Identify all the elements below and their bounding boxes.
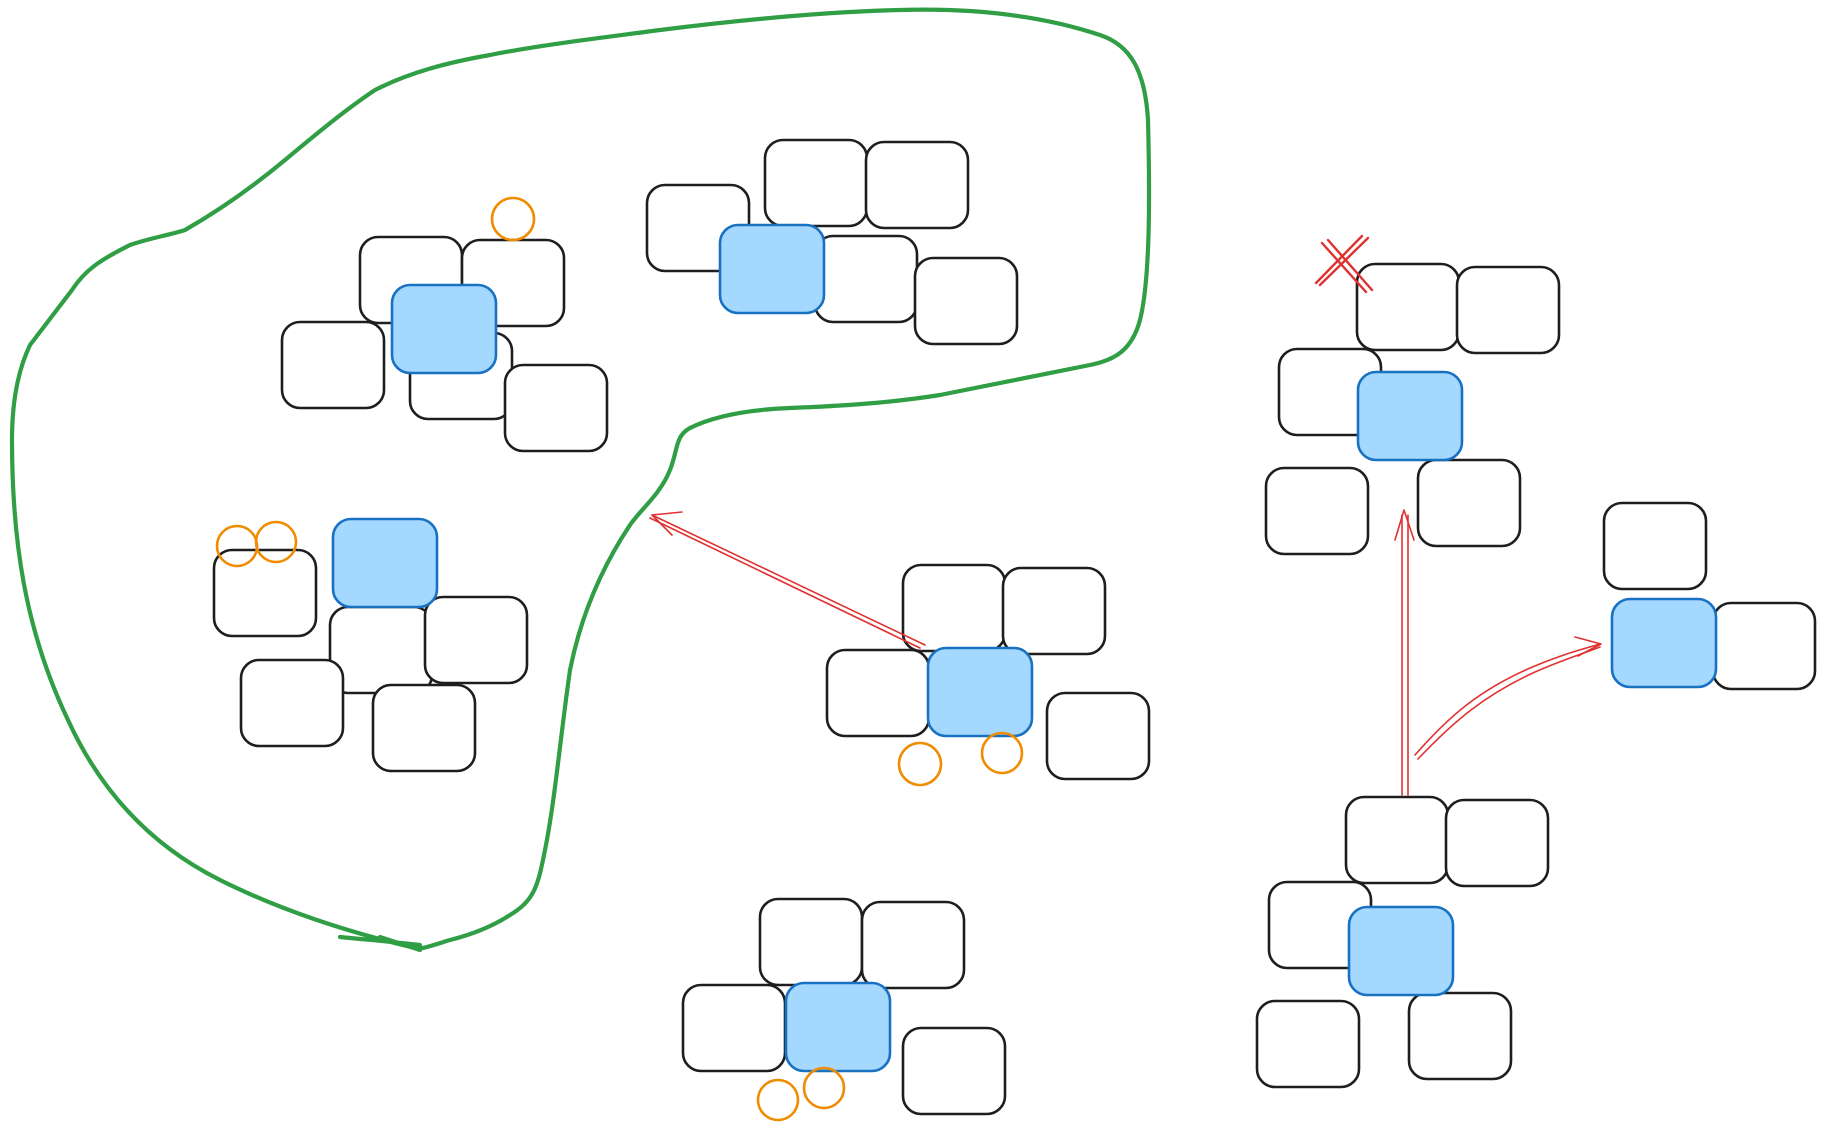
arrow-cluster8-to-cluster7[interactable]: [1414, 636, 1602, 760]
box[interactable]: [1416, 458, 1522, 548]
arrow-cluster4-to-lasso[interactable]: [649, 511, 926, 649]
box[interactable]: [758, 897, 864, 987]
marker-circle-icon: [897, 741, 943, 787]
box[interactable]: [503, 363, 609, 453]
cluster-3: [212, 517, 529, 773]
box[interactable]: [1602, 501, 1708, 591]
cluster-2: [645, 138, 1019, 346]
box[interactable]: [763, 138, 869, 228]
box[interactable]: [1045, 691, 1151, 781]
box[interactable]: [901, 1026, 1007, 1116]
box[interactable]: [280, 320, 386, 410]
box[interactable]: [864, 140, 970, 230]
box[interactable]: [1455, 265, 1561, 355]
cluster-5: [681, 897, 1007, 1122]
box[interactable]: [328, 605, 434, 695]
box[interactable]: [212, 548, 318, 638]
box[interactable]: [1407, 991, 1513, 1081]
selected-box[interactable]: [1356, 370, 1464, 462]
arrowhead-icon: [651, 511, 683, 536]
arrowhead-icon: [1574, 636, 1602, 657]
box[interactable]: [860, 900, 966, 990]
box[interactable]: [1001, 566, 1107, 656]
box[interactable]: [1264, 466, 1370, 556]
box[interactable]: [913, 256, 1019, 346]
cluster-8: [1255, 795, 1550, 1089]
box[interactable]: [813, 234, 919, 324]
box[interactable]: [1355, 262, 1461, 352]
arrow-cluster8-to-cluster6[interactable]: [1394, 509, 1415, 796]
box[interactable]: [1255, 999, 1361, 1089]
selected-box[interactable]: [784, 981, 892, 1073]
box[interactable]: [1711, 601, 1817, 691]
box[interactable]: [825, 648, 931, 738]
cluster-4: [825, 563, 1151, 787]
box[interactable]: [371, 683, 477, 773]
selected-box[interactable]: [1610, 597, 1718, 689]
lasso-start-tick: [337, 934, 423, 953]
marker-circle-icon: [756, 1078, 800, 1122]
marker-circle-icon: [254, 520, 298, 564]
box[interactable]: [423, 595, 529, 685]
x-mark-icon: [1314, 234, 1374, 294]
box[interactable]: [901, 563, 1007, 653]
box[interactable]: [239, 658, 345, 748]
marker-circle-icon: [980, 731, 1024, 775]
selected-box[interactable]: [331, 517, 439, 609]
marker-circle-icon: [490, 196, 536, 242]
cluster-7: [1602, 501, 1817, 691]
box[interactable]: [681, 983, 787, 1073]
selected-box[interactable]: [926, 646, 1034, 738]
box[interactable]: [1344, 795, 1450, 885]
cluster-1: [280, 196, 609, 453]
selected-box[interactable]: [390, 283, 498, 375]
selected-box[interactable]: [718, 223, 826, 315]
lasso-selection-stroke[interactable]: [9, 7, 1152, 951]
cluster-6: [1264, 234, 1561, 556]
arrowhead-icon: [1394, 509, 1415, 541]
selected-box[interactable]: [1347, 905, 1455, 997]
box[interactable]: [1444, 798, 1550, 888]
marker-circle-icon: [802, 1066, 846, 1110]
